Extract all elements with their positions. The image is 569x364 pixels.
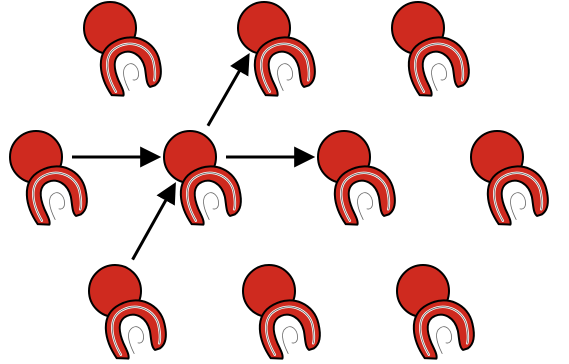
node-middle-left <box>9 130 88 226</box>
red-u-shaped-glyph-icon-middle-left <box>25 165 88 226</box>
red-u-shaped-glyph-icon-top-center <box>253 36 316 97</box>
red-u-shaped-glyph-icon-top-left <box>99 36 162 97</box>
node-top-right <box>391 1 470 97</box>
edges-layer <box>72 53 316 261</box>
node-middle-right <box>317 130 396 226</box>
red-u-shaped-glyph-icon-middle-right <box>333 165 396 226</box>
node-bottom-center <box>242 264 321 360</box>
red-u-shaped-glyph-icon-top-right <box>407 36 470 97</box>
node-middle-far-right <box>470 130 549 226</box>
red-u-shaped-glyph-icon-bottom-left <box>104 299 167 360</box>
red-u-shaped-glyph-icon-bottom-right <box>412 299 475 360</box>
nodes-layer <box>9 1 549 360</box>
red-u-shaped-glyph-icon-middle-center <box>179 165 242 226</box>
node-bottom-left <box>88 264 167 360</box>
node-bottom-right <box>396 264 475 360</box>
node-middle-center <box>163 130 242 226</box>
node-top-left <box>83 1 162 97</box>
node-top-center <box>237 1 316 97</box>
red-u-shaped-glyph-icon-bottom-center <box>258 299 321 360</box>
arrow-middle-center-to-top-center <box>206 53 250 127</box>
red-u-shaped-glyph-icon-middle-far-right <box>486 165 549 226</box>
arrow-bottom-left-to-middle-center <box>131 182 176 261</box>
